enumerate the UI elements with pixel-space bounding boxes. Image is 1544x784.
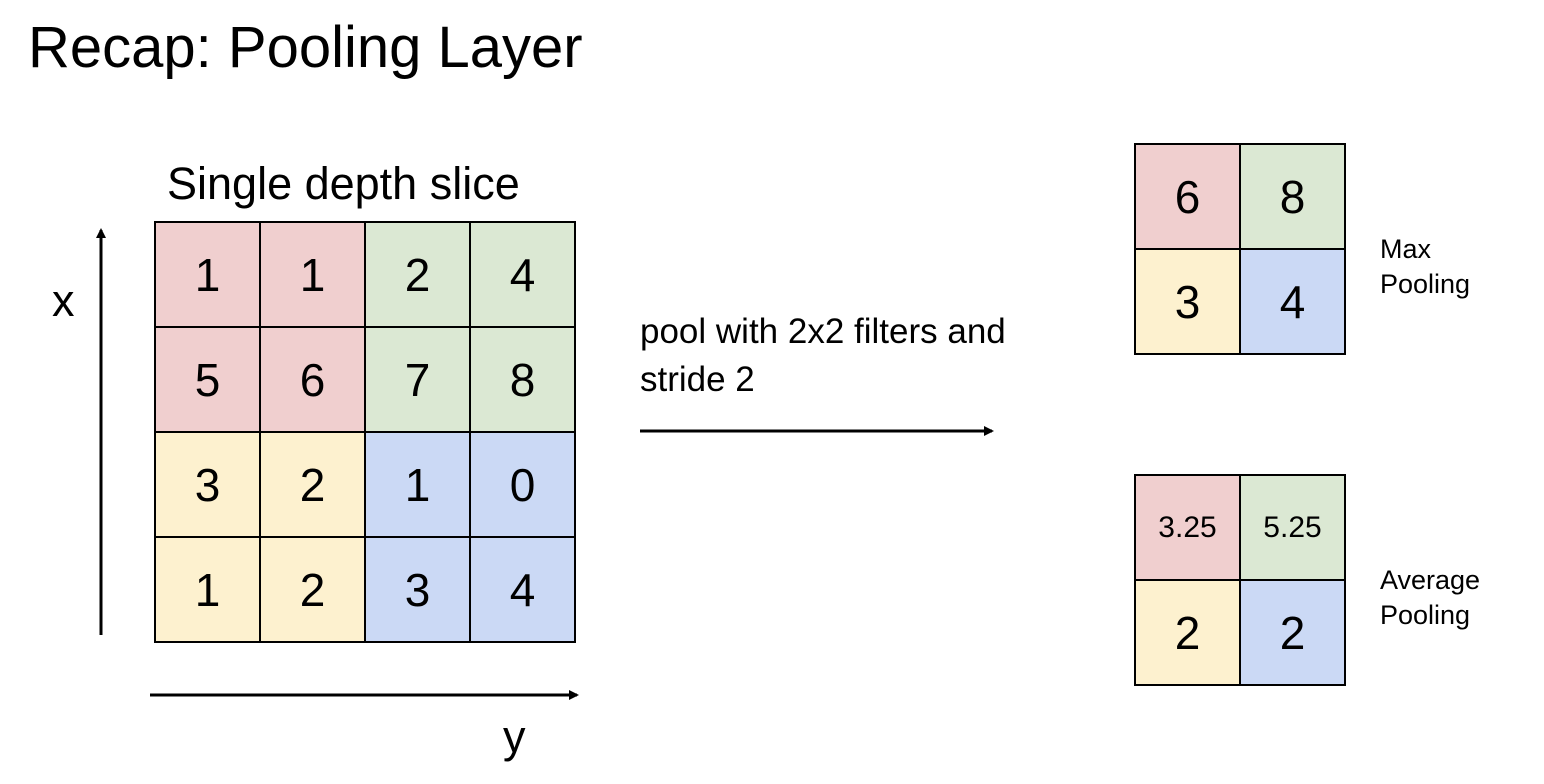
slice-title: Single depth slice: [167, 158, 520, 209]
input-cell: 1: [366, 433, 471, 538]
slide-title: Recap: Pooling Layer: [28, 15, 583, 80]
input-cell: 2: [366, 223, 471, 328]
input-cell: 3: [366, 538, 471, 643]
max-pool-cell: 4: [1241, 250, 1346, 355]
y-axis-label: y: [503, 711, 526, 762]
avg-pool-cell: 2: [1136, 581, 1241, 686]
input-cell: 7: [366, 328, 471, 433]
max-pool-grid: 6 8 3 4: [1134, 143, 1346, 355]
input-cell: 8: [471, 328, 576, 433]
input-cell: 0: [471, 433, 576, 538]
input-cell: 1: [261, 223, 366, 328]
max-pool-label: Max Pooling: [1380, 234, 1471, 299]
input-cell: 6: [261, 328, 366, 433]
input-cell: 5: [156, 328, 261, 433]
input-cell: 1: [156, 223, 261, 328]
avg-pool-cell: 3.25: [1136, 476, 1241, 581]
input-cell: 4: [471, 223, 576, 328]
max-pool-cell: 8: [1241, 145, 1346, 250]
avg-pool-cell: 5.25: [1241, 476, 1346, 581]
input-cell: 2: [261, 433, 366, 538]
avg-pool-grid: 3.25 5.25 2 2: [1134, 474, 1346, 686]
avg-pool-cell: 2: [1241, 581, 1346, 686]
x-axis-label: x: [52, 275, 75, 326]
max-pool-cell: 6: [1136, 145, 1241, 250]
input-cell: 1: [156, 538, 261, 643]
max-pool-cell: 3: [1136, 250, 1241, 355]
input-cell: 2: [261, 538, 366, 643]
pool-description: pool with 2x2 filters and stride 2: [640, 312, 1006, 399]
input-cell: 3: [156, 433, 261, 538]
input-cell: 4: [471, 538, 576, 643]
avg-pool-label: Average Pooling: [1380, 565, 1481, 630]
input-grid: 1 1 2 4 5 6 7 8 3 2 1 0 1 2 3 4: [154, 221, 576, 643]
